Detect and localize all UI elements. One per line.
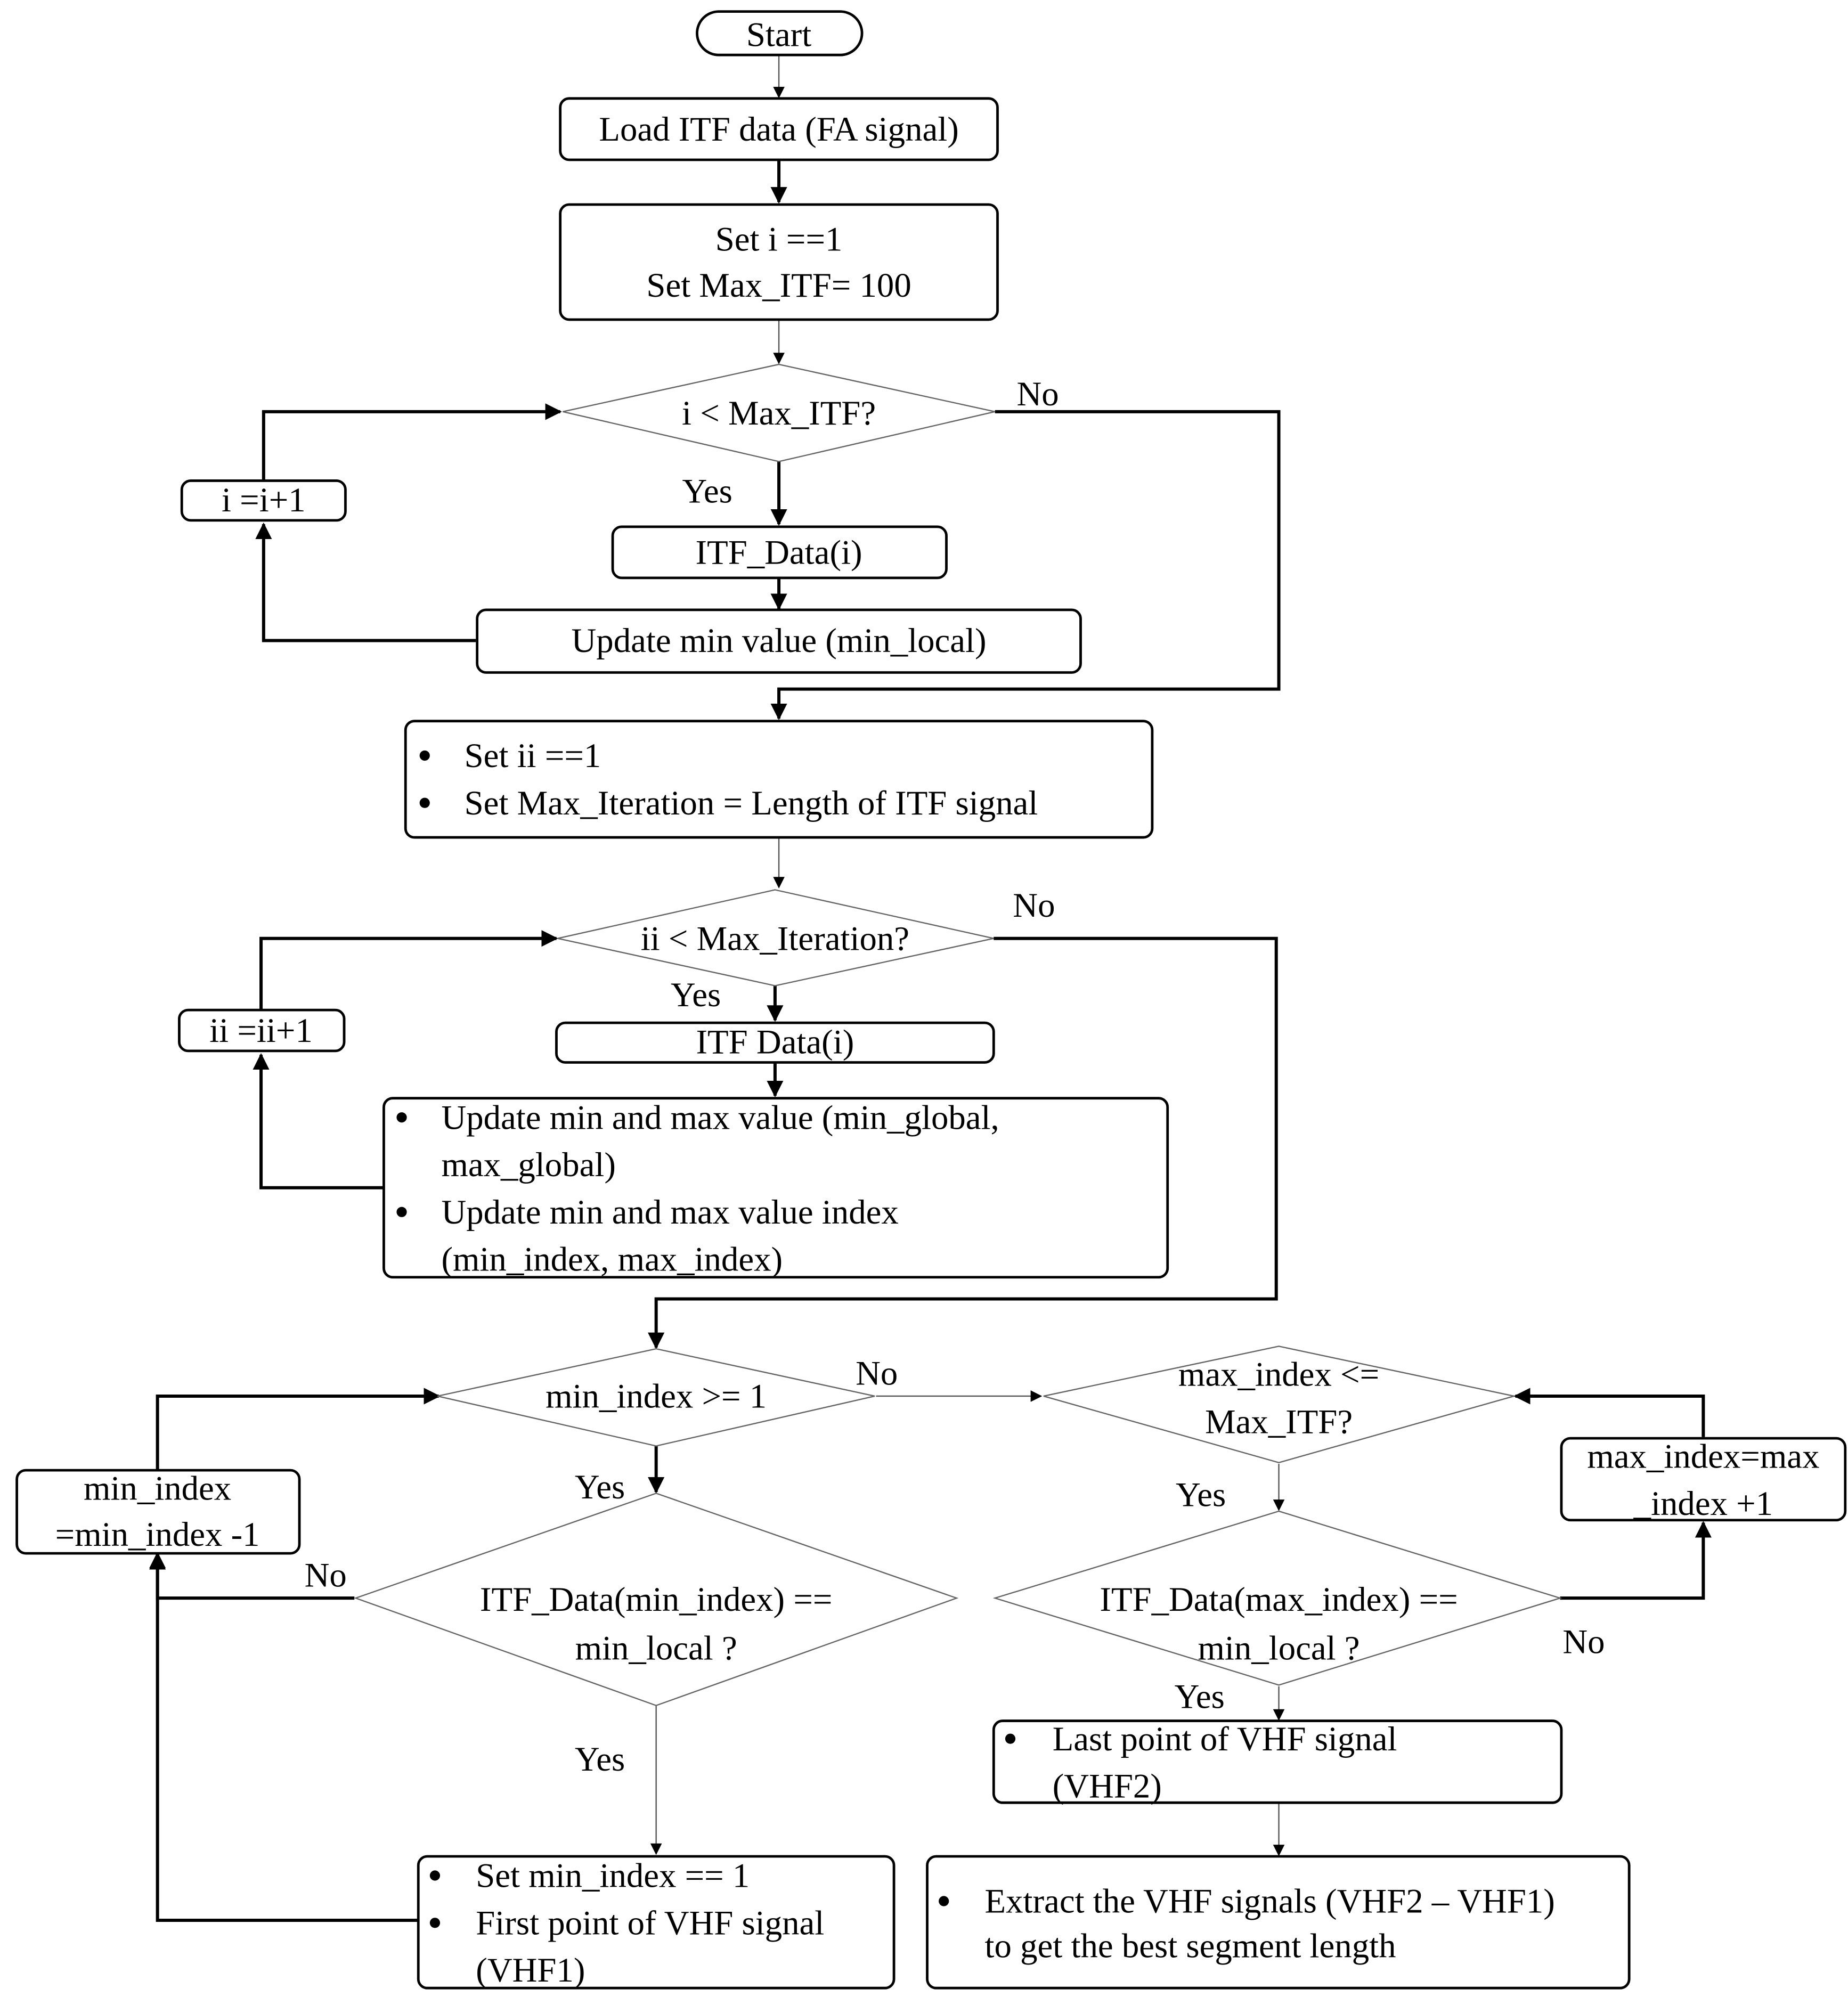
cond-max-index-line-1: max_index <=	[1178, 1356, 1379, 1394]
arrow-dec-loop	[156, 1388, 441, 1471]
last-point-line-1: Last point of VHF signal	[1053, 1720, 1397, 1758]
set-ii-line-1: Set ii ==1	[465, 737, 601, 775]
set-min-index-line-1: Set min_index == 1	[476, 1857, 750, 1895]
update-minmax-box: Update min and max value (min_global, ma…	[382, 1097, 1169, 1279]
no-label: No	[305, 1556, 347, 1595]
arrow-update-inc-ii	[253, 1053, 384, 1189]
arrow-inc-i-loop	[262, 403, 562, 481]
start-label: Start	[746, 15, 811, 54]
update-min-box: Update min value (min_local)	[476, 608, 1082, 674]
set-min-index-line-2: First point of VHF signal	[476, 1904, 824, 1942]
update-minmax-line-2: max_global)	[441, 1146, 616, 1184]
set-ii-line-2: Set Max_Iteration = Length of ITF signal	[465, 784, 1038, 822]
cond-ii-diamond: ii < Max_Iteration?	[557, 889, 994, 987]
cond-min-index-diamond: min_index >= 1	[437, 1348, 875, 1447]
no-label: No	[856, 1354, 898, 1392]
load-data-label: Load ITF data (FA signal)	[599, 110, 958, 149]
itf-data-label-2: ITF Data(i)	[696, 1023, 854, 1062]
dec-min-index-line-1: min_index	[84, 1469, 231, 1507]
set-min-index-box: Set min_index == 1 First point of VHF si…	[417, 1855, 895, 1990]
set-min-index-line-3: (VHF1)	[476, 1951, 585, 1990]
extract-line-1: Extract the VHF signals (VHF2 – VHF1)	[985, 1882, 1555, 1921]
arrow-cond-ii-no	[648, 936, 1278, 1349]
inc-ii-box: ii =ii+1	[178, 1008, 346, 1053]
update-min-label: Update min value (min_local)	[572, 622, 987, 660]
cond-min-index-label: min_index >= 1	[546, 1377, 767, 1416]
bullet-icon	[396, 1112, 407, 1123]
bullet-icon	[396, 1207, 407, 1217]
arrow-inc-ii-loop	[259, 930, 558, 1010]
cond-min-eq-line-2: min_local ?	[575, 1629, 737, 1667]
arrow-cond-i-no	[770, 410, 1281, 720]
cond-i-label: i < Max_ITF?	[682, 394, 876, 433]
cond-max-eq-line-1: ITF_Data(max_index) ==	[1100, 1580, 1458, 1619]
update-minmax-line-1: Update min and max value (min_global,	[441, 1098, 999, 1137]
cond-max-eq-line-2: min_local ?	[1198, 1629, 1359, 1667]
yes-label: Yes	[1175, 1678, 1225, 1716]
start-terminal: Start	[696, 10, 864, 56]
yes-label: Yes	[575, 1740, 625, 1779]
extract-line-2: to get the best segment length	[985, 1927, 1396, 1966]
inc-max-index-box: max_index=max _index +1	[1560, 1437, 1847, 1523]
set-i-line-1: Set i ==1	[715, 220, 843, 258]
inc-ii-label: ii =ii+1	[209, 1012, 313, 1050]
no-label: No	[1562, 1623, 1605, 1661]
yes-label: Yes	[671, 976, 721, 1014]
cond-ii-label: ii < Max_Iteration?	[641, 919, 909, 958]
itf-data-box-1: ITF_Data(i)	[611, 525, 948, 580]
branch-labels: No Yes No Yes No Yes No Yes Yes No Yes	[305, 375, 1605, 1779]
connectors	[149, 55, 1712, 1922]
extract-box: Extract the VHF signals (VHF2 – VHF1) to…	[926, 1855, 1631, 1990]
yes-label: Yes	[1176, 1476, 1226, 1514]
cond-max-index-diamond: max_index <= Max_ITF?	[1043, 1346, 1515, 1463]
yes-label: Yes	[575, 1468, 625, 1506]
inc-max-index-line-1: max_index=max	[1587, 1437, 1819, 1476]
inc-max-index-line-2: _index +1	[1633, 1485, 1773, 1523]
last-point-line-2: (VHF2)	[1053, 1767, 1162, 1806]
bullet-icon	[429, 1870, 441, 1881]
inc-i-box: i =i+1	[180, 479, 347, 522]
inc-i-label: i =i+1	[222, 481, 306, 519]
itf-data-label-1: ITF_Data(i)	[696, 533, 862, 572]
bullet-icon	[419, 750, 430, 761]
no-label: No	[1017, 375, 1059, 413]
load-data-box: Load ITF data (FA signal)	[559, 97, 999, 161]
bullet-icon	[429, 1918, 441, 1928]
bullet-icon	[939, 1896, 949, 1906]
bullet-icon	[419, 797, 430, 808]
no-label: No	[1013, 886, 1055, 925]
bullet-icon	[1005, 1733, 1016, 1744]
last-point-box: Last point of VHF signal (VHF2)	[992, 1719, 1563, 1806]
cond-max-index-line-2: Max_ITF?	[1205, 1403, 1353, 1441]
itf-data-box-2: ITF Data(i)	[555, 1021, 995, 1064]
cond-min-eq-diamond: ITF_Data(min_index) == min_local ?	[354, 1493, 959, 1707]
update-minmax-line-3: Update min and max value index	[441, 1193, 898, 1232]
arrow-inc-max-loop	[1513, 1388, 1705, 1437]
cond-min-eq-line-1: ITF_Data(min_index) ==	[480, 1580, 833, 1619]
set-i-box: Set i ==1 Set Max_ITF= 100	[559, 203, 999, 321]
cond-i-diamond: i < Max_ITF?	[563, 363, 995, 462]
dec-min-index-line-2: =min_index -1	[55, 1515, 260, 1554]
arrow-max-eq-no	[1560, 1521, 1712, 1600]
update-minmax-line-4: (min_index, max_index)	[441, 1241, 783, 1279]
set-i-line-2: Set Max_ITF= 100	[646, 266, 911, 305]
dec-min-index-box: min_index =min_index -1	[15, 1469, 301, 1555]
arrow-set-min-back	[149, 1553, 419, 1922]
arrow-update-inc-i	[255, 522, 476, 642]
cond-max-eq-diamond: ITF_Data(max_index) == min_local ?	[992, 1510, 1562, 1686]
set-ii-box: Set ii ==1 Set Max_Iteration = Length of…	[404, 720, 1154, 839]
yes-label: Yes	[682, 472, 732, 510]
